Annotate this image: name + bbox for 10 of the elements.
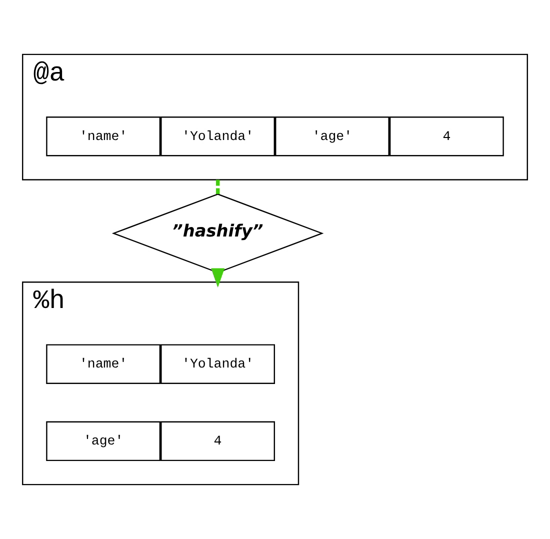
- node-box: 4: [160, 421, 275, 462]
- arrow: [211, 268, 225, 288]
- node-box: 'name': [46, 344, 161, 384]
- node-box: 'age': [46, 421, 161, 462]
- connector: [216, 180, 220, 194]
- node-box: 'age': [275, 116, 390, 156]
- node-box: 4: [389, 116, 504, 156]
- node-box: 'name': [46, 116, 161, 156]
- node-box: 'Yolanda': [160, 116, 275, 156]
- node-box: 'Yolanda': [160, 344, 275, 384]
